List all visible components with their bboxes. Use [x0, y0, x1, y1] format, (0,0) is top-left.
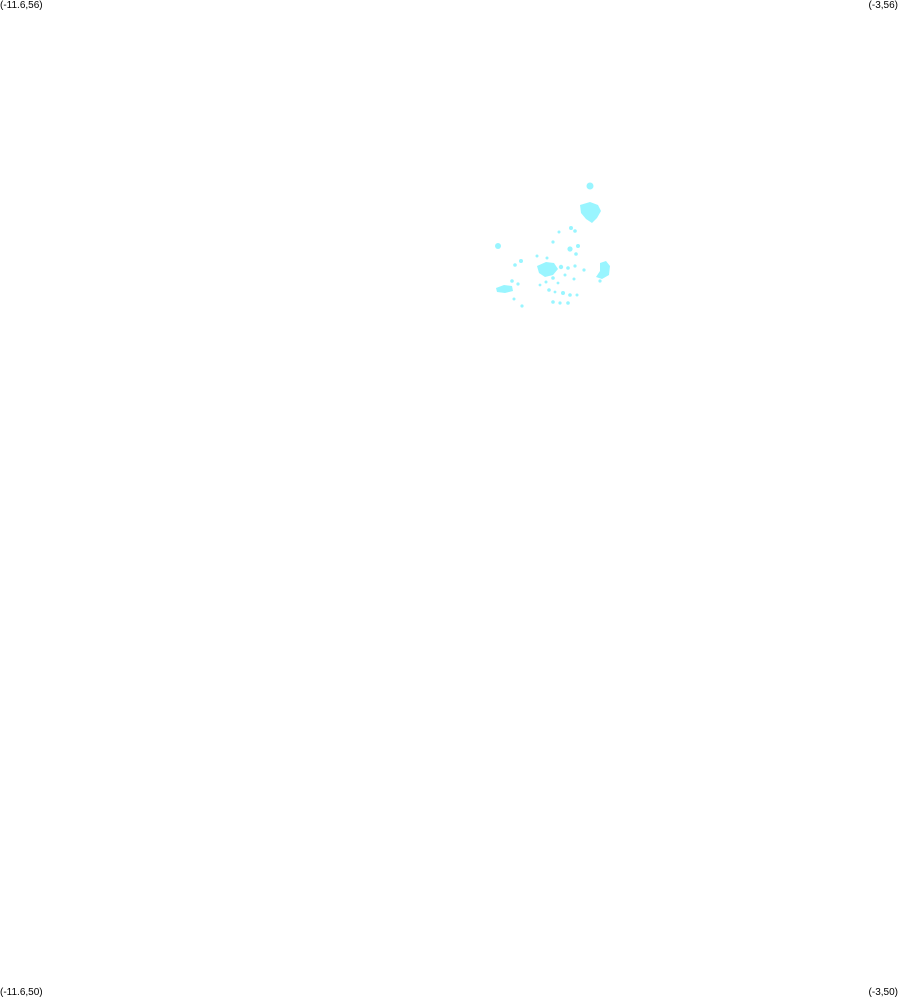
island	[544, 280, 548, 284]
island	[598, 279, 602, 283]
island	[566, 301, 570, 305]
island	[573, 264, 577, 268]
island	[510, 279, 514, 283]
island	[538, 283, 542, 287]
island	[551, 300, 555, 304]
island	[537, 262, 558, 277]
island	[573, 229, 577, 233]
island	[596, 261, 610, 279]
island	[545, 256, 549, 260]
island	[576, 244, 580, 248]
island	[572, 277, 576, 281]
island	[551, 276, 555, 280]
island	[574, 252, 578, 256]
island	[551, 240, 555, 244]
island	[586, 182, 594, 190]
island	[535, 254, 539, 258]
island	[495, 243, 501, 249]
island	[520, 304, 524, 308]
island	[561, 291, 565, 295]
island	[547, 288, 551, 292]
island	[563, 273, 567, 277]
island	[512, 297, 516, 301]
island	[566, 266, 570, 270]
island	[558, 264, 564, 270]
island	[557, 230, 561, 234]
island	[513, 263, 517, 267]
island	[567, 246, 573, 252]
island	[569, 226, 573, 230]
island	[496, 285, 513, 293]
island	[553, 290, 557, 294]
island	[519, 259, 523, 263]
corner-label-top-right: (-3,56)	[868, 0, 898, 11]
island	[582, 268, 586, 272]
corner-label-bottom-right: (-3,50)	[868, 987, 898, 998]
corner-label-bottom-left: (-11.6,50)	[0, 987, 43, 998]
island	[516, 282, 520, 286]
land-masses	[495, 182, 610, 308]
island	[558, 301, 562, 305]
island	[580, 202, 601, 223]
island	[556, 281, 560, 285]
island	[568, 293, 572, 297]
corner-label-top-left: (-11.6,56)	[0, 0, 43, 11]
island	[575, 293, 579, 297]
